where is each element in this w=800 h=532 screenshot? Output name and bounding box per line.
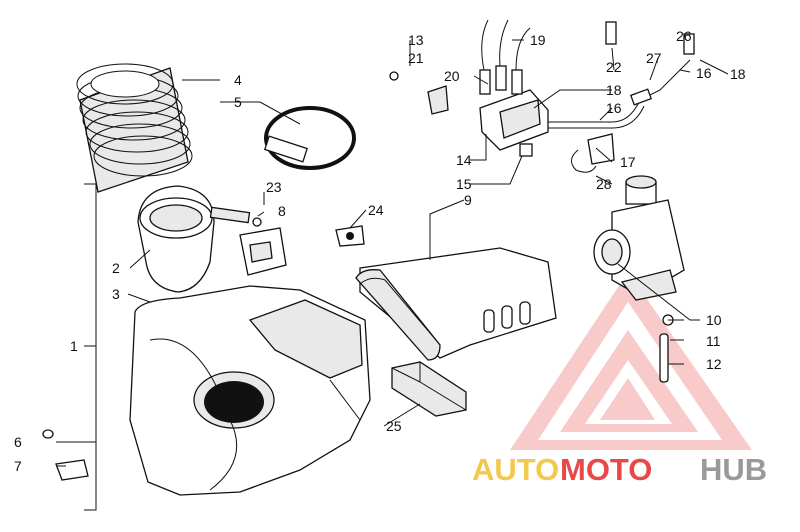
callout-20: 20 [444,68,460,84]
intake-adapter [137,185,215,293]
callout-8: 8 [278,203,286,219]
callout-3: 3 [112,286,120,302]
watermark-wordmark: AUTO MOTO HUB [472,452,767,487]
callout-15: 15 [456,176,472,192]
callout-7: 7 [14,458,22,474]
callout-22: 22 [606,59,622,75]
clip-part [335,225,365,247]
leader-lines [56,39,729,511]
callout-1: 1 [70,338,78,354]
callout-6: 6 [14,434,22,450]
callout-19: 19 [530,32,546,48]
callout-23: 23 [266,179,282,195]
bellows-boot [76,63,193,193]
foam-block [391,361,467,417]
callout-12: 12 [706,356,722,372]
callout-16a: 16 [606,100,622,116]
watermark-moto: MOTO [560,452,652,487]
callout-labels: 1 2 3 4 5 6 7 8 9 10 11 12 13 14 15 16 1… [14,28,746,474]
callout-4: 4 [234,72,242,88]
watermark-logo [510,272,752,450]
callout-18b: 18 [730,66,746,82]
callout-10: 10 [706,312,722,328]
watermark-auto: AUTO [472,452,559,487]
callout-25: 25 [386,418,402,434]
air-box [129,285,371,496]
callout-28: 28 [596,176,612,192]
callout-21: 21 [408,50,424,66]
strap-part [209,206,251,224]
screw-part [42,429,54,439]
fuel-pump [389,19,549,157]
callout-9: 9 [464,192,472,208]
callout-26: 26 [676,28,692,44]
callout-13: 13 [408,32,424,48]
callout-5: 5 [234,94,242,110]
callout-17: 17 [620,154,636,170]
callout-16b: 16 [696,65,712,81]
mounting-bracket [239,217,287,276]
watermark-hub: HUB [700,452,767,487]
callout-27: 27 [646,50,662,66]
callout-14: 14 [456,152,472,168]
callout-11: 11 [706,333,721,349]
fuel-lines [548,21,695,173]
carburetor [593,175,685,383]
callout-18a: 18 [606,82,622,98]
intake-duct [355,247,557,361]
callout-24: 24 [368,202,384,218]
callout-2: 2 [112,260,120,276]
hose-clamp [263,106,356,170]
plate-part [55,459,89,481]
